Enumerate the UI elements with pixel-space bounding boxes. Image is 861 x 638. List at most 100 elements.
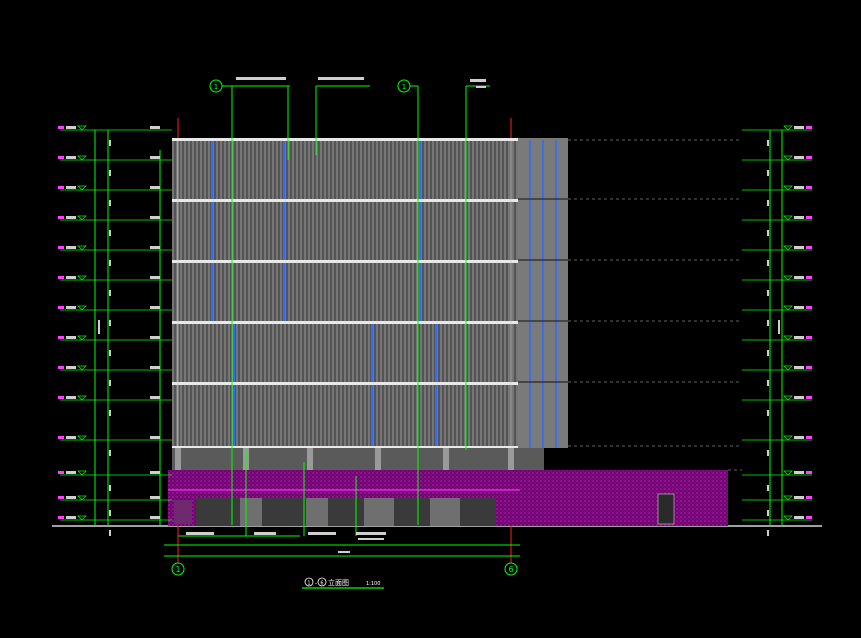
level-tag (58, 516, 64, 519)
level-tag (58, 366, 64, 369)
level-value (794, 396, 804, 399)
level-tag (806, 496, 812, 499)
level-value (66, 336, 76, 339)
level-value (150, 366, 160, 369)
level-tag (806, 276, 812, 279)
dim-total (778, 320, 780, 334)
level-value (66, 471, 76, 474)
level-tag (58, 496, 64, 499)
level-tag (58, 306, 64, 309)
level-value (794, 306, 804, 309)
level-value (66, 276, 76, 279)
dim-value (109, 260, 111, 266)
level-value (66, 126, 76, 129)
level-tag (806, 306, 812, 309)
dim-value (767, 230, 769, 236)
level-tag (806, 396, 812, 399)
floor-slab-band (172, 260, 518, 263)
level-tag (58, 156, 64, 159)
level-value (794, 276, 804, 279)
level-marker (783, 515, 793, 521)
level-marker (77, 365, 87, 371)
level-value (66, 306, 76, 309)
level-tag (58, 396, 64, 399)
title-axis-start: 1 (307, 581, 310, 587)
level-value (794, 186, 804, 189)
level-value (794, 216, 804, 219)
level-tag (806, 216, 812, 219)
level-value (66, 156, 76, 159)
dim-value (109, 510, 111, 516)
level-marker (77, 515, 87, 521)
dim-value (767, 485, 769, 491)
plinth-column (175, 448, 181, 470)
garage-door (328, 498, 364, 526)
dim-value (767, 510, 769, 516)
level-marker (77, 470, 87, 476)
level-value (66, 216, 76, 219)
level-marker (783, 125, 793, 131)
title-dash: - (315, 580, 317, 587)
floor-slab-band (172, 138, 518, 141)
level-tag (58, 276, 64, 279)
level-tag (806, 366, 812, 369)
level-value (150, 186, 160, 189)
level-marker (77, 185, 87, 191)
dim-value (767, 450, 769, 456)
plinth (172, 448, 544, 470)
level-marker (77, 395, 87, 401)
level-value (66, 516, 76, 519)
top-callouts: 1 1 (209, 77, 490, 525)
level-value (66, 436, 76, 439)
level-marker (77, 435, 87, 441)
level-value (150, 336, 160, 339)
level-value (794, 336, 804, 339)
callout-number: 1 (214, 83, 218, 91)
level-marker (783, 495, 793, 501)
dim-value (109, 320, 111, 326)
dim-value (109, 410, 111, 416)
dim-total (98, 320, 100, 334)
dim-value (767, 260, 769, 266)
dim-value (767, 200, 769, 206)
level-tag (806, 471, 812, 474)
entrance-door (657, 493, 675, 525)
level-marker (783, 305, 793, 311)
floor-slab-band (172, 321, 518, 324)
dim-value (767, 530, 769, 536)
level-tag (806, 156, 812, 159)
callout-number: 1 (402, 83, 406, 91)
dim-value (109, 530, 111, 536)
level-value (150, 306, 160, 309)
level-value (794, 496, 804, 499)
level-tag (806, 516, 812, 519)
left-dimension-chain (58, 125, 172, 536)
dim-value (767, 320, 769, 326)
level-value (150, 126, 160, 129)
right-dimension-chain (742, 125, 812, 536)
level-value (150, 396, 160, 399)
level-value (66, 496, 76, 499)
level-marker (77, 245, 87, 251)
level-tag (58, 186, 64, 189)
level-tag (58, 126, 64, 129)
dim-value (109, 485, 111, 491)
level-tag (806, 126, 812, 129)
level-marker (783, 395, 793, 401)
grid-axis-1-label: 1 (175, 565, 180, 574)
plinth-column (307, 448, 313, 470)
level-marker (783, 365, 793, 371)
level-marker (783, 435, 793, 441)
level-marker (783, 470, 793, 476)
level-value (150, 216, 160, 219)
level-value (66, 186, 76, 189)
level-tag (806, 336, 812, 339)
garage-door (196, 498, 240, 526)
level-value (794, 471, 804, 474)
level-tag (58, 436, 64, 439)
dim-value (109, 350, 111, 356)
level-marker (783, 215, 793, 221)
level-marker (783, 335, 793, 341)
level-tag (58, 336, 64, 339)
plinth-column (375, 448, 381, 470)
